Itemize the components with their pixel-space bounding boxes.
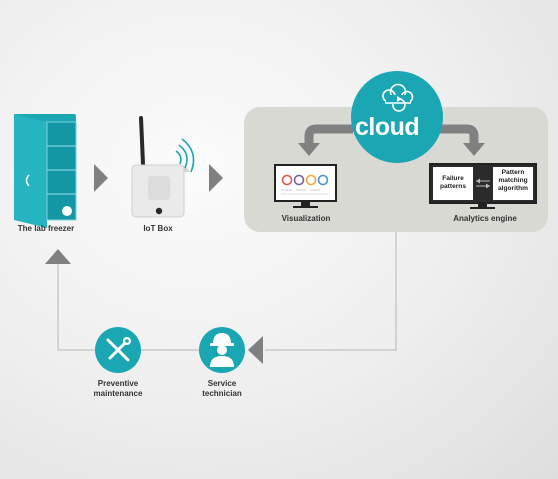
arrow-iot-to-cloud — [209, 164, 223, 192]
iot-box-label: IoT Box — [143, 224, 173, 233]
pattern-matching-text: Pattern matching algorithm — [497, 169, 529, 192]
feedback-loop-line — [57, 232, 397, 351]
pattern-matching-box — [493, 167, 533, 200]
arrow-head-visualization — [298, 143, 320, 156]
arrow-cloud-to-analytics — [440, 124, 479, 143]
freezer-label: The lab freezer — [17, 224, 75, 233]
maintenance-label-line2: maintenance — [93, 389, 143, 398]
arrow-head-analytics — [463, 143, 485, 156]
arrow-up-to-freezer — [45, 249, 71, 264]
gauge-blue — [317, 174, 329, 186]
analytics-label: Analytics engine — [453, 214, 517, 223]
arrow-cloud-to-visualization — [304, 124, 353, 143]
gauge-orange — [305, 174, 317, 186]
service-label-line2: technician — [202, 389, 242, 398]
cloud-label: cloud — [355, 113, 420, 141]
gauge-red — [281, 174, 293, 186]
service-label: Service technician — [182, 379, 262, 399]
iot-box-icon — [131, 116, 195, 218]
visualization-label: Visualization — [281, 214, 331, 223]
arrow-freezer-to-iot — [94, 164, 108, 192]
failure-patterns-text: Failure patterns — [439, 175, 466, 190]
wrench-screwdriver-icon — [95, 327, 141, 373]
failure-patterns-box — [433, 167, 473, 200]
monitor-dashboard-icon — [274, 164, 337, 208]
maintenance-label: Preventive maintenance — [78, 379, 158, 399]
arrow-left-to-technician — [248, 336, 263, 364]
gauge-purple — [293, 174, 305, 186]
maintenance-label-line1: Preventive — [97, 379, 139, 388]
monitor-icon — [429, 163, 537, 209]
service-label-line1: Service — [207, 379, 237, 388]
lab-freezer-icon — [14, 114, 77, 228]
technician-icon — [199, 327, 245, 373]
